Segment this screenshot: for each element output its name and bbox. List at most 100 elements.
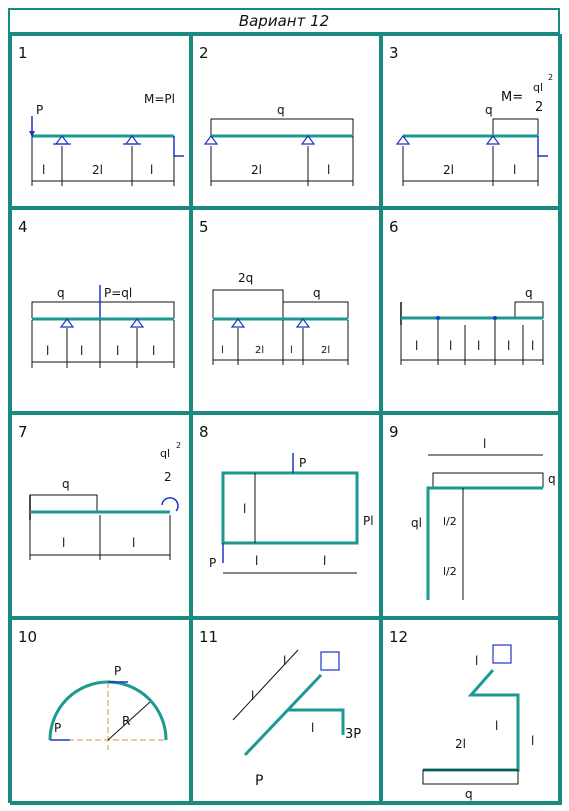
label-q: q (465, 787, 473, 801)
scheme-12: 12 l l 2l l q (381, 618, 562, 805)
scheme-11-drawing: l l l 3P P (232, 649, 361, 789)
label-moment: M= (501, 90, 523, 105)
label-q: q (525, 286, 533, 300)
label-q: q (548, 472, 556, 486)
sheet-title: Вариант 12 (10, 10, 558, 34)
dim-2l: 2l (92, 163, 103, 177)
label-q: q (313, 286, 321, 300)
scheme-10: 10 R P P (10, 618, 191, 805)
dim-2l: 2l (321, 345, 330, 356)
scheme-number: 10 (18, 628, 38, 646)
label-r: R (122, 714, 130, 728)
pinned-support (59, 318, 75, 328)
hinge (436, 316, 440, 320)
dim-l: l (475, 654, 478, 668)
scheme-1: 1 P M=Pl l 2l l (10, 34, 191, 208)
distributed-load (210, 118, 354, 136)
dim-l: l (311, 721, 314, 735)
scheme-12-drawing: l l 2l l q (422, 644, 534, 801)
roller-support (295, 318, 311, 328)
label-moment-exponent: 2 (548, 73, 553, 82)
dim-l: l (513, 163, 516, 177)
dim-l: l (80, 344, 83, 358)
dim-2l: 2l (455, 737, 466, 751)
pinned-support (395, 135, 411, 145)
scheme-2: 2 q 2l l (191, 34, 381, 208)
scheme-6-drawing: q l l l l l (400, 286, 544, 365)
dim-l: l (251, 689, 254, 703)
scheme-1-drawing: P M=Pl l 2l l (29, 92, 184, 186)
dim-l: l (255, 554, 258, 568)
pinned-support (203, 135, 219, 145)
variant-sheet: Вариант 12 1 P M=Pl l 2l l 2 q (8, 8, 562, 805)
fixed-support-cube (320, 651, 340, 671)
label-q: q (485, 103, 493, 117)
scheme-6: 6 q l l l l l (381, 208, 562, 413)
dim-l: l (495, 719, 498, 733)
scheme-number: 8 (199, 423, 209, 441)
radius-line (107, 701, 151, 741)
dimension-lines (31, 320, 175, 368)
scheme-number: 11 (199, 628, 219, 646)
moment-arrow (537, 136, 548, 157)
roller-support (129, 318, 145, 328)
scheme-5: 5 2q q l 2l l 2l (191, 208, 381, 413)
scheme-7-drawing: q ql 2 2 l l (29, 441, 181, 560)
roller-support (123, 135, 141, 145)
scheme-number: 9 (389, 423, 399, 441)
scheme-8: 8 P P Pl l l l (191, 413, 381, 618)
dim-l: l (46, 344, 49, 358)
label-p: P (255, 773, 263, 789)
label-q: q (57, 286, 65, 300)
frame-structure (243, 673, 345, 757)
dim-l: l (42, 163, 45, 177)
arrow-head (29, 131, 35, 137)
hinge (493, 316, 497, 320)
dim-l: l (507, 339, 510, 353)
distributed-load (31, 301, 175, 319)
dimension-lines (31, 136, 175, 186)
scheme-number: 1 (18, 44, 28, 62)
dimension-lines (402, 146, 539, 186)
label-moment: M=Pl (144, 92, 175, 106)
label-moment-denominator: 2 (535, 100, 543, 115)
frame-structure (426, 486, 543, 600)
dim-l-half: l/2 (443, 565, 457, 578)
scheme-3-drawing: M= ql 2 2 q 2l l (395, 73, 553, 186)
dimension-lines (400, 320, 544, 365)
dim-l-half: l/2 (443, 515, 457, 528)
label-moment-numerator: ql (160, 447, 170, 460)
dimension-lines (212, 320, 349, 365)
dim-l: l (116, 344, 119, 358)
scheme-4: 4 q P=ql l l l l (10, 208, 191, 413)
label-q: q (277, 103, 285, 117)
dim-2l: 2l (443, 163, 454, 177)
pinned-support (230, 318, 246, 328)
scheme-8-drawing: P P Pl l l l (209, 453, 374, 574)
label-p: P (54, 721, 61, 735)
dim-l: l (150, 163, 153, 177)
fixed-support-cube (492, 644, 512, 664)
distributed-load-q (282, 301, 349, 319)
frame-structure (221, 471, 359, 545)
dim-l: l (415, 339, 418, 353)
distributed-load (514, 301, 544, 319)
roller-support (300, 135, 316, 145)
scheme-3: 3 M= ql 2 2 q 2l l (381, 34, 562, 208)
pinned-support (53, 135, 71, 145)
scheme-number: 5 (199, 218, 209, 236)
scheme-number: 7 (18, 423, 28, 441)
label-p: P (36, 103, 43, 117)
scheme-number: 2 (199, 44, 209, 62)
scheme-number: 3 (389, 44, 399, 62)
dim-height: l (243, 502, 246, 516)
scheme-2-drawing: q 2l l (203, 103, 354, 186)
label-3p: 3P (345, 727, 361, 742)
label-2q: 2q (238, 271, 253, 285)
dim-height: l (531, 734, 534, 748)
label-moment-exponent: 2 (176, 441, 181, 450)
scheme-9-drawing: l q ql l/2 l/2 (411, 437, 556, 600)
label-p: P=ql (104, 286, 132, 300)
label-moment-denominator: 2 (164, 470, 172, 484)
label-q: q (62, 477, 70, 491)
